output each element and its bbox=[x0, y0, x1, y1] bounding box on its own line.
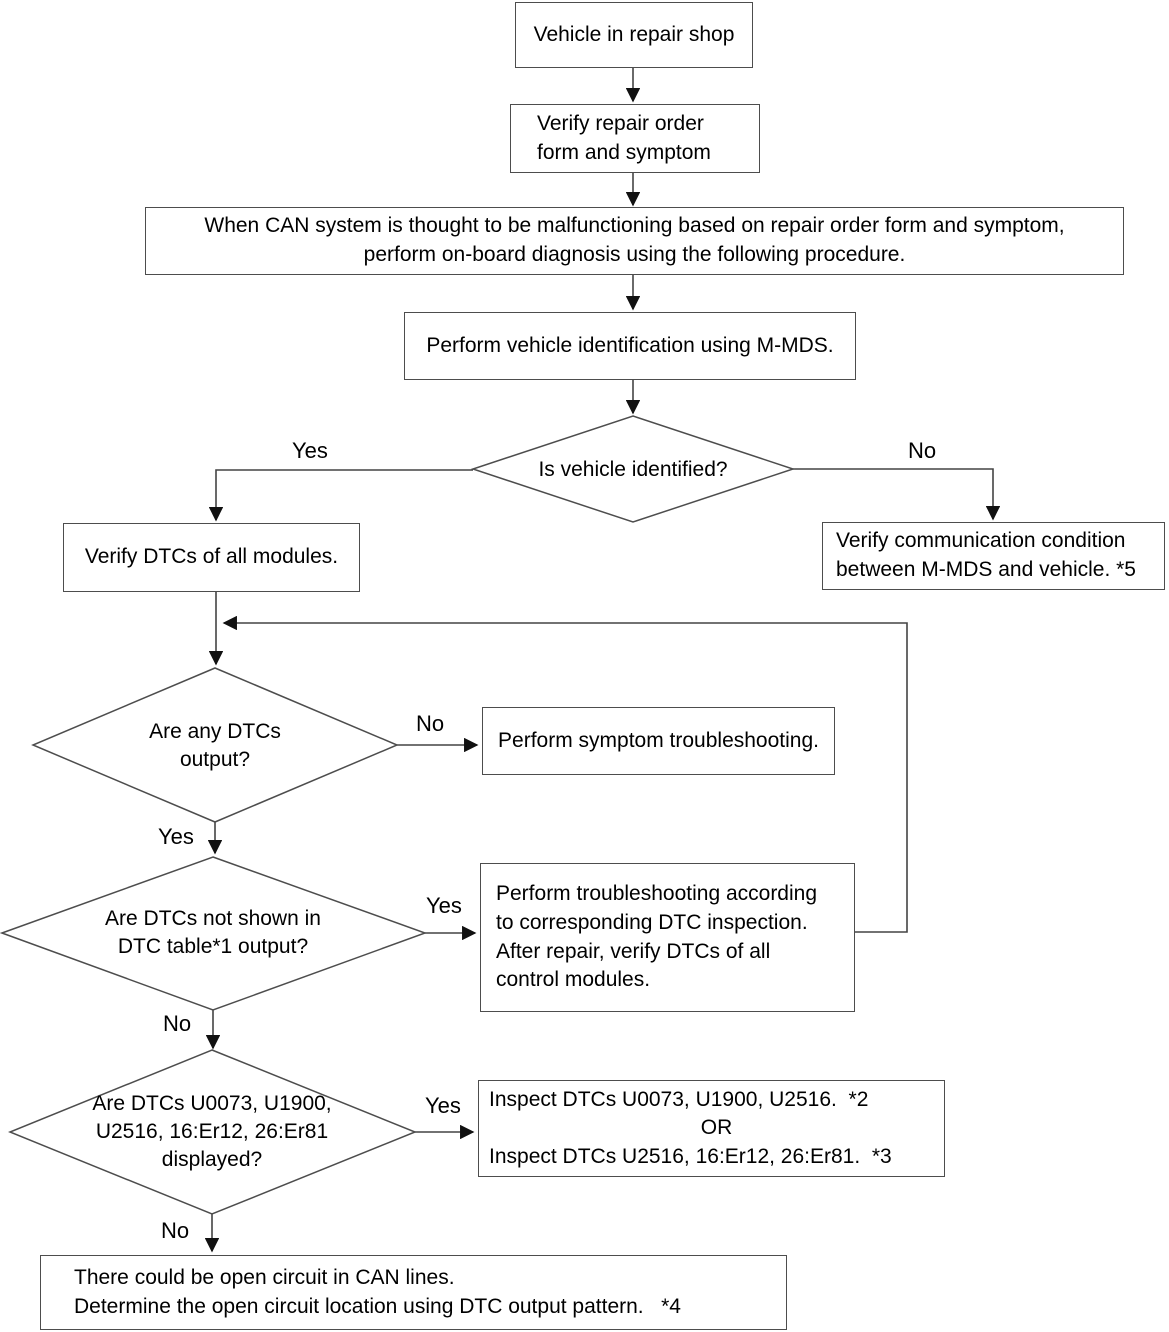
node-text: After repair, verify DTCs of all bbox=[496, 939, 771, 963]
node-text: Verify communication condition bbox=[836, 529, 1126, 553]
arrow-d1-yes bbox=[208, 469, 473, 522]
decision-dtc-codes-displayed: Are DTCs U0073, U1900, U2516, 16:Er12, 2… bbox=[20, 1090, 404, 1174]
node-verify-dtcs-all-modules: Verify DTCs of all modules. bbox=[63, 523, 360, 592]
decision-text: Are any DTCs bbox=[149, 720, 281, 743]
node-text: perform on-board diagnosis using the fol… bbox=[363, 243, 906, 266]
edge-label-d4-yes: Yes bbox=[425, 1093, 461, 1118]
node-text: When CAN system is thought to be malfunc… bbox=[204, 214, 1065, 238]
decision-text: displayed? bbox=[161, 1147, 263, 1171]
decision-text: Are DTCs not shown in bbox=[105, 907, 321, 930]
edge-label-d1-yes: Yes bbox=[292, 438, 328, 463]
node-when-can-malfunctioning: When CAN system is thought to be malfunc… bbox=[145, 207, 1124, 275]
node-text: Vehicle in repair shop bbox=[533, 22, 735, 46]
node-inspect-dtcs: Inspect DTCs U0073, U1900, U2516. *2 OR … bbox=[478, 1080, 945, 1177]
edge-label-d2-yes: Yes bbox=[158, 824, 194, 849]
diamond-shape-any-dtcs-output bbox=[31, 667, 399, 823]
arrow-feedback-loop bbox=[222, 615, 908, 933]
decision-is-vehicle-identified: Is vehicle identified? bbox=[483, 456, 783, 484]
node-perform-symptom-troubleshooting: Perform symptom troubleshooting. bbox=[482, 707, 835, 775]
node-text: control modules. bbox=[496, 968, 651, 992]
node-perform-vehicle-identification: Perform vehicle identification using M-M… bbox=[404, 312, 856, 380]
node-perform-dtc-troubleshooting: Perform troubleshooting according to cor… bbox=[480, 863, 855, 1012]
decision-text: Are DTCs U0073, U1900, bbox=[92, 1092, 332, 1115]
node-verify-communication-condition: Verify communication condition between M… bbox=[822, 522, 1165, 590]
arrow-d1-no bbox=[793, 468, 1001, 521]
decision-any-dtcs-output: Are any DTCs output? bbox=[65, 718, 365, 774]
decision-dtcs-not-in-table: Are DTCs not shown in DTC table*1 output… bbox=[28, 905, 398, 961]
node-vehicle-in-repair-shop: Vehicle in repair shop bbox=[515, 2, 753, 68]
edge-label-d1-no: No bbox=[908, 438, 937, 463]
node-text: Verify DTCs of all modules. bbox=[84, 545, 339, 569]
edge-label-d3-no: No bbox=[163, 1011, 192, 1036]
edge-label-d3-yes: Yes bbox=[426, 893, 462, 918]
decision-text: DTC table*1 output? bbox=[117, 934, 309, 958]
decision-text: output? bbox=[179, 747, 251, 771]
node-text: There could be open circuit in CAN lines… bbox=[74, 1265, 455, 1289]
diamond-shape-is-vehicle-identified bbox=[470, 415, 796, 523]
node-text: Perform troubleshooting according bbox=[496, 882, 818, 906]
diamond-shape-dtc-codes-displayed bbox=[8, 1049, 418, 1215]
node-text: Perform symptom troubleshooting. bbox=[498, 728, 819, 752]
diamond-shape-dtcs-not-in-table bbox=[0, 856, 428, 1011]
node-text-or: OR bbox=[700, 1116, 733, 1140]
node-text: Verify repair order bbox=[537, 111, 704, 135]
decision-text: U2516, 16:Er12, 26:Er81 bbox=[95, 1119, 329, 1143]
node-verify-repair-order: Verify repair order form and symptom bbox=[510, 104, 760, 173]
node-text: Inspect DTCs U0073, U1900, U2516. *2 bbox=[489, 1087, 869, 1111]
edge-label-d2-no: No bbox=[416, 711, 445, 736]
node-text: between M-MDS and vehicle. *5 bbox=[836, 558, 1136, 581]
node-text: form and symptom bbox=[537, 140, 711, 164]
edge-label-d4-no: No bbox=[161, 1218, 190, 1243]
node-text: Inspect DTCs U2516, 16:Er12, 26:Er81. *3 bbox=[489, 1144, 892, 1168]
node-text: Determine the open circuit location usin… bbox=[74, 1294, 681, 1318]
node-open-circuit-can-lines: There could be open circuit in CAN lines… bbox=[40, 1255, 787, 1330]
node-text: Perform vehicle identification using M-M… bbox=[426, 333, 834, 357]
decision-text: Is vehicle identified? bbox=[538, 458, 728, 481]
node-text: to corresponding DTC inspection. bbox=[496, 910, 808, 934]
